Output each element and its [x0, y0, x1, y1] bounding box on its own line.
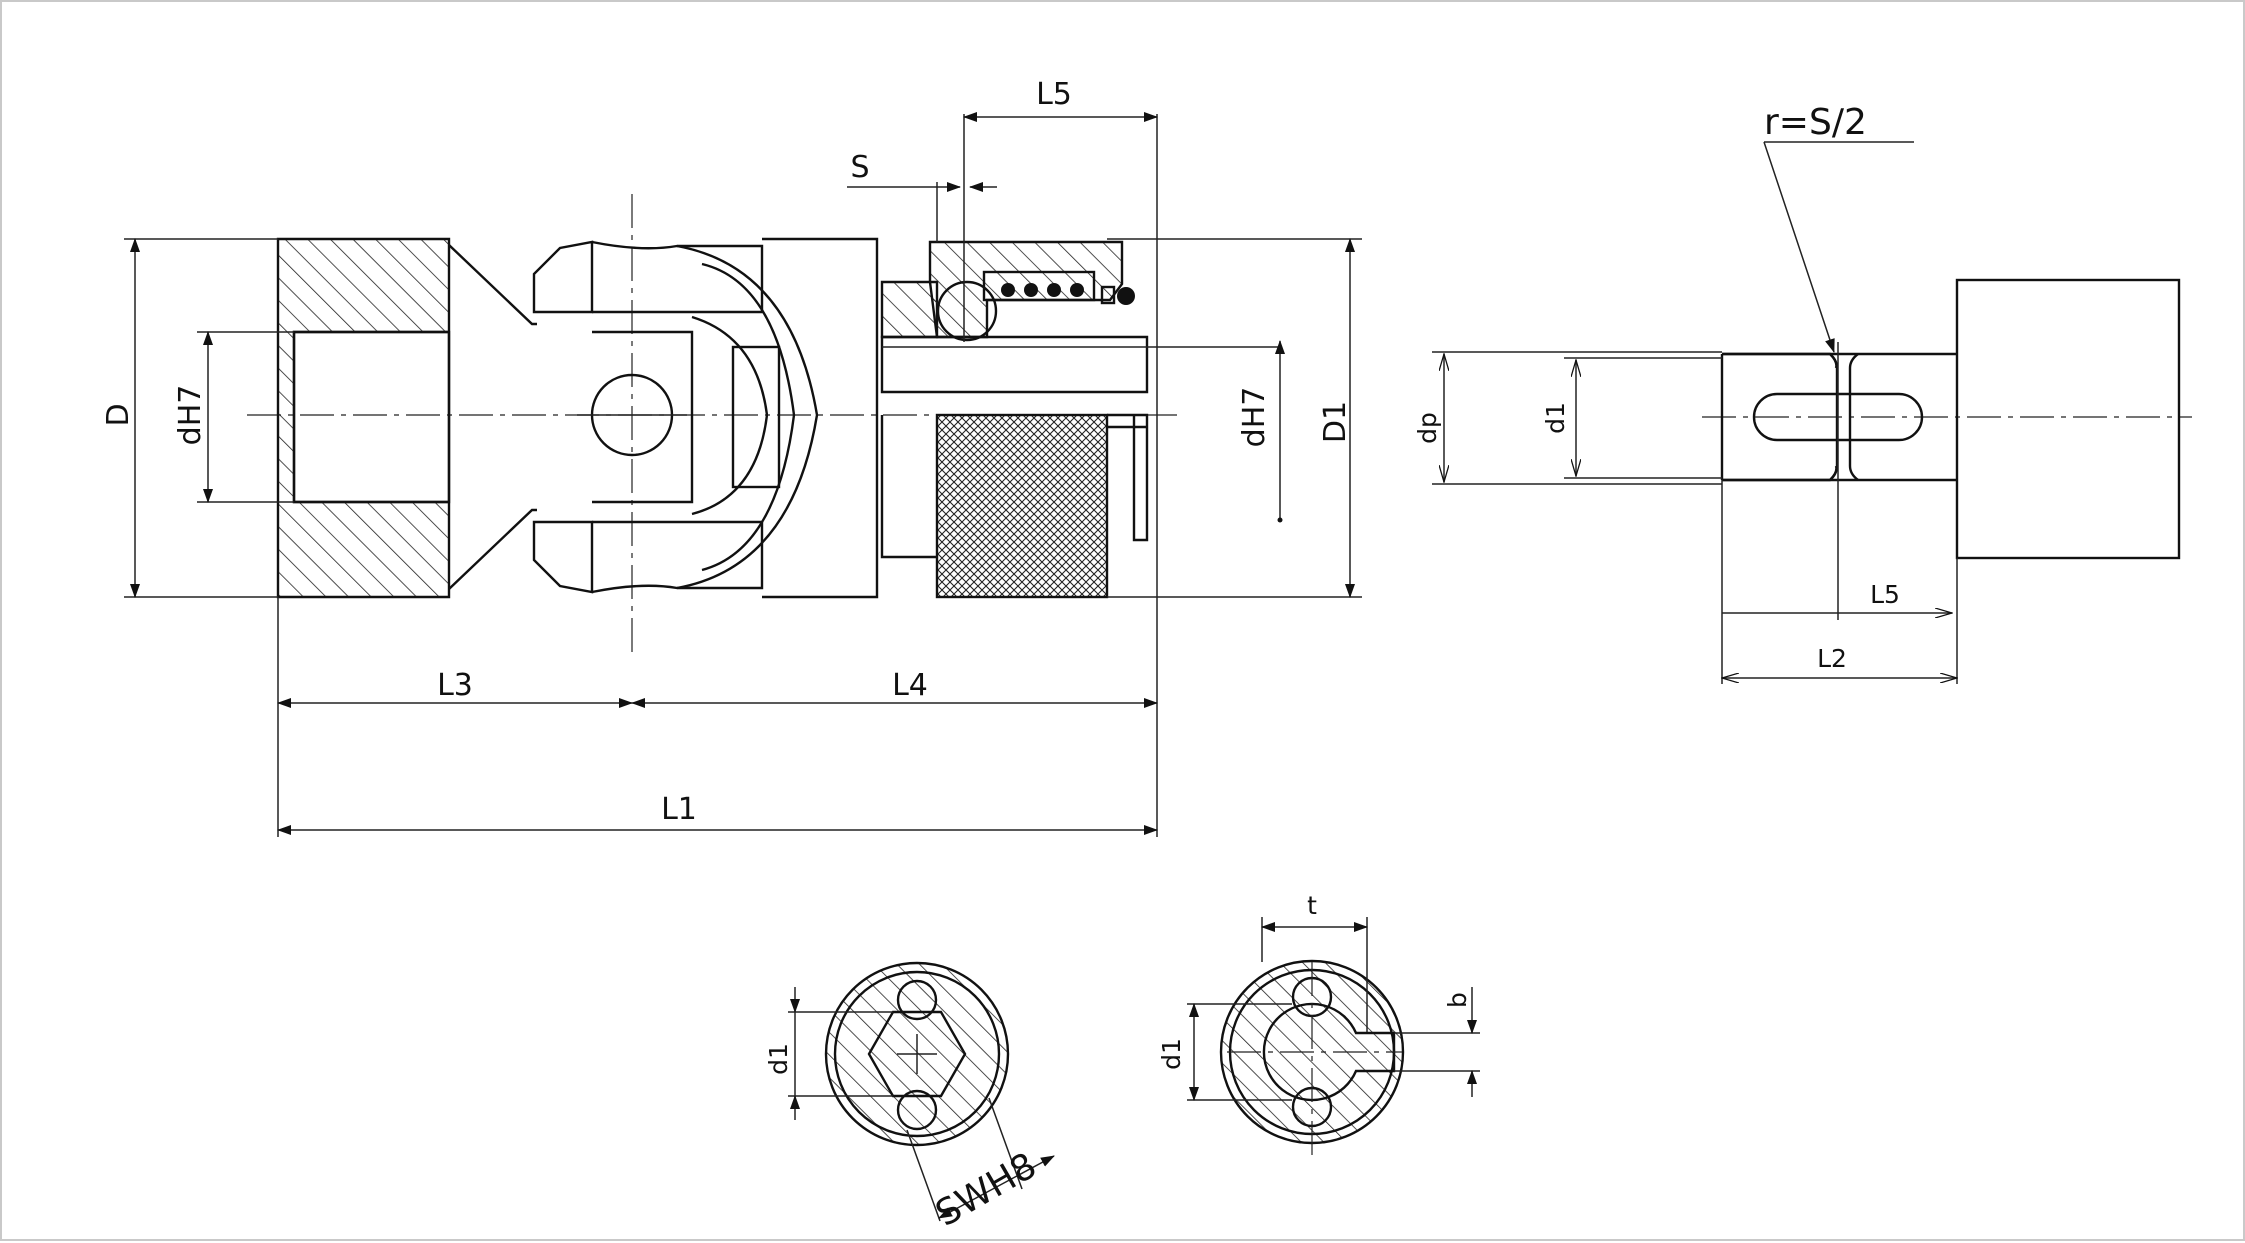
left-bore	[292, 330, 451, 504]
spring-coils	[1001, 283, 1135, 305]
dim-d1-hex: d1	[764, 1043, 793, 1075]
dim-D1: D1	[1318, 401, 1353, 443]
left-hub-section	[276, 237, 451, 599]
fork-upper-body	[591, 240, 764, 314]
dim-dp: dp	[1413, 412, 1442, 444]
hex-ball-lower	[896, 1089, 938, 1131]
knurled-sleeve	[935, 413, 1109, 599]
keyed-bore	[1262, 1002, 1396, 1102]
yoke-outer-arc-2	[701, 262, 796, 572]
main-assembly-view: D dH7 D1 dH7 L3 L4 L1 L5 S	[101, 77, 1362, 837]
dim-b: b	[1443, 992, 1472, 1008]
dim-L4: L4	[892, 668, 928, 703]
yoke-outer-arc	[676, 244, 819, 590]
hex-bore-section: d1 SWH8	[764, 961, 1055, 1235]
dim-S: S	[850, 150, 869, 185]
yoke-block	[731, 345, 781, 489]
sleeve-ring-left	[880, 280, 939, 339]
dim-L1: L1	[661, 792, 697, 827]
hub-neck	[448, 244, 537, 590]
pin-detail-view: r=S/2 dp d1 L5 L2	[1413, 102, 2192, 684]
dim-t: t	[1307, 891, 1317, 920]
dim-L3: L3	[437, 668, 473, 703]
sleeve-bore	[880, 335, 1149, 394]
yoke-inner-arc	[691, 315, 769, 516]
dim-dH7-right: dH7	[1237, 387, 1272, 448]
dim-d1-keyed: d1	[1157, 1038, 1186, 1070]
dim-D: D	[101, 403, 136, 426]
retaining-clip	[1100, 285, 1116, 305]
right-shaft-body	[762, 237, 879, 599]
fork-prong-upper	[532, 240, 594, 314]
dim-L5-top: L5	[1036, 77, 1072, 112]
pin-head	[1955, 278, 2181, 560]
sleeve-lower-step	[880, 415, 937, 559]
dim-dH7-left: dH7	[173, 385, 208, 446]
radius-note: r=S/2	[1764, 102, 1867, 143]
hex-ball-upper	[896, 979, 938, 1021]
fork-prong-lower	[532, 520, 594, 594]
spring-pocket	[982, 270, 1096, 302]
keyed-bore-section: d1 t b	[1157, 891, 1480, 1157]
dim-d1-pin: d1	[1541, 402, 1570, 434]
detent-ball	[936, 280, 998, 342]
dim-SWH8: SWH8	[929, 1145, 1043, 1235]
dim-L5-pin: L5	[1870, 580, 1900, 609]
pin-shaft	[1722, 352, 1957, 482]
fork-center-block	[592, 330, 694, 504]
dim-L2: L2	[1817, 644, 1847, 673]
sleeve-lower-flange	[1107, 413, 1149, 542]
fork-lower-body	[591, 520, 764, 594]
groove	[1848, 353, 1859, 481]
